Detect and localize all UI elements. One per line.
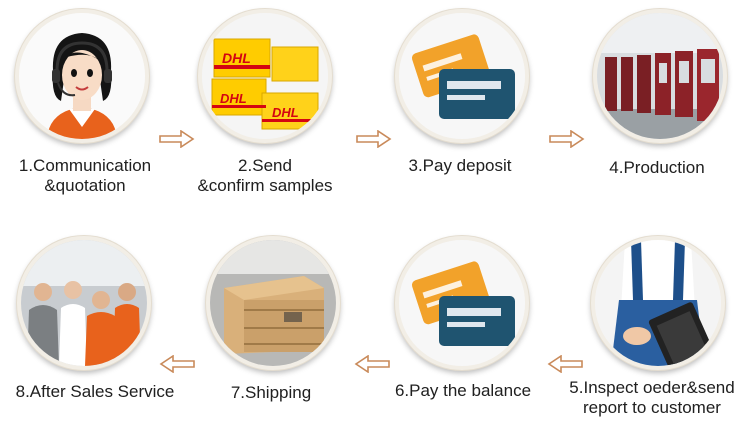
- step-7-title: 7.Shipping: [196, 383, 346, 403]
- dhl-logo: DHL: [272, 105, 299, 120]
- step-8-image: [17, 236, 151, 370]
- arrow-left-icon: [354, 355, 390, 373]
- step-6-title: 6.Pay the balance: [378, 381, 548, 401]
- dhl-logo: DHL: [220, 91, 247, 106]
- step-4-image: [593, 9, 727, 143]
- arrow-right-icon: [159, 130, 195, 148]
- step-2-image: DHL DHL DHL: [198, 9, 332, 143]
- team-photo-icon: [21, 240, 147, 366]
- step-5-title: 5.Inspect oeder&send: [554, 378, 750, 398]
- step-5-label: 5.Inspect oeder&send report to customer: [554, 378, 750, 418]
- sample-boxes-icon: DHL DHL DHL: [202, 13, 328, 139]
- wooden-crate-icon: [210, 240, 336, 366]
- factory-machines-icon: [597, 13, 723, 139]
- customer-service-icon: [19, 13, 145, 139]
- step-5-image: [591, 236, 725, 370]
- arrow-left-icon: [547, 355, 583, 373]
- step-3-title: 3.Pay deposit: [380, 156, 540, 176]
- arrow-right-icon: [356, 130, 392, 148]
- step-7-image: [206, 236, 340, 370]
- step-7-label: 7.Shipping: [196, 383, 346, 403]
- step-1-label: 1.Communication &quotation: [0, 156, 170, 196]
- arrow-left-icon: [159, 355, 195, 373]
- step-1-image: [15, 9, 149, 143]
- step-2-title: 2.Send: [180, 156, 350, 176]
- step-3-label: 3.Pay deposit: [380, 156, 540, 176]
- step-3-image: [395, 9, 529, 143]
- step-6-label: 6.Pay the balance: [378, 381, 548, 401]
- step-4-label: 4.Production: [582, 158, 732, 178]
- credit-card-icon: [399, 13, 525, 139]
- dhl-logo: DHL: [222, 50, 251, 66]
- step-8-label: 8.After Sales Service: [0, 382, 190, 402]
- step-6-image: [395, 236, 529, 370]
- credit-card-icon: [399, 240, 525, 366]
- step-4-title: 4.Production: [582, 158, 732, 178]
- arrow-right-icon: [549, 130, 585, 148]
- step-2-label: 2.Send &confirm samples: [180, 156, 350, 196]
- step-1-subtitle: &quotation: [0, 176, 170, 196]
- inspection-clipboard-icon: [595, 240, 721, 366]
- step-1-title: 1.Communication: [0, 156, 170, 176]
- step-8-title: 8.After Sales Service: [0, 382, 190, 402]
- step-5-subtitle: report to customer: [554, 398, 750, 418]
- step-2-subtitle: &confirm samples: [180, 176, 350, 196]
